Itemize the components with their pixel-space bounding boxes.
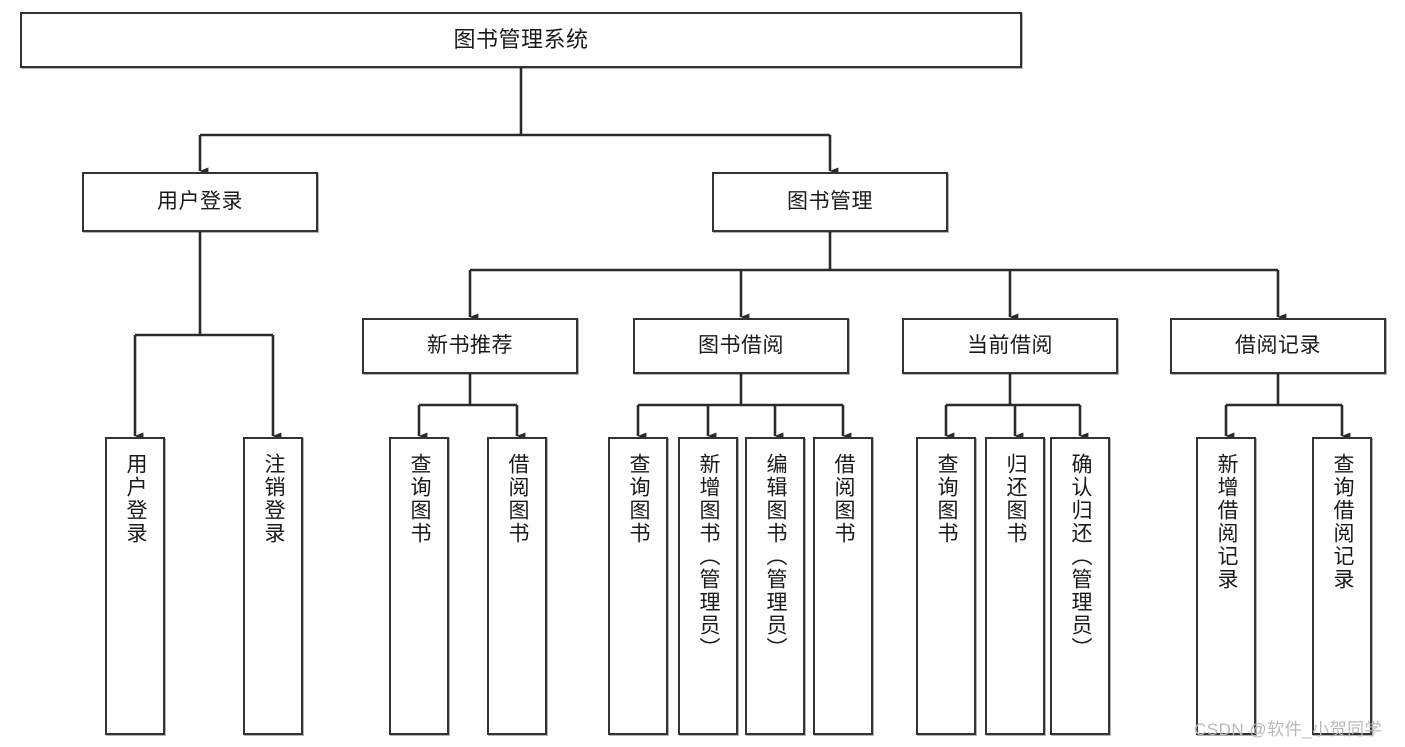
node-label-leaf-user-login: 用户登录 bbox=[124, 453, 148, 545]
node-current-borrow[interactable]: 当前借阅 bbox=[902, 318, 1118, 374]
node-leaf-qry-record[interactable]: 查询借阅记录 bbox=[1312, 437, 1372, 735]
node-label-book-borrow: 图书借阅 bbox=[698, 333, 784, 357]
tree-edges bbox=[133, 68, 1351, 440]
node-new-book-rec[interactable]: 新书推荐 bbox=[362, 318, 578, 374]
node-leaf-query-3[interactable]: 查询图书 bbox=[916, 437, 976, 735]
node-book-borrow[interactable]: 图书借阅 bbox=[633, 318, 849, 374]
node-label-root: 图书管理系统 bbox=[453, 27, 589, 53]
node-label-leaf-return: 归还图书 bbox=[1004, 453, 1028, 545]
node-label-leaf-add-book: 新增图书（管理员） bbox=[697, 453, 721, 660]
node-leaf-borrow-2[interactable]: 借阅图书 bbox=[813, 437, 873, 735]
node-label-leaf-query-3: 查询图书 bbox=[935, 453, 959, 545]
node-label-leaf-add-record: 新增借阅记录 bbox=[1215, 453, 1239, 591]
node-leaf-confirm[interactable]: 确认归还（管理员） bbox=[1050, 437, 1110, 735]
node-leaf-query-1[interactable]: 查询图书 bbox=[389, 437, 449, 735]
node-leaf-logout[interactable]: 注销登录 bbox=[243, 437, 303, 735]
node-label-leaf-qry-record: 查询借阅记录 bbox=[1331, 453, 1355, 591]
node-leaf-add-record[interactable]: 新增借阅记录 bbox=[1196, 437, 1256, 735]
node-root[interactable]: 图书管理系统 bbox=[20, 12, 1022, 68]
node-label-borrow-record: 借阅记录 bbox=[1235, 333, 1321, 357]
node-leaf-edit-book[interactable]: 编辑图书（管理员） bbox=[745, 437, 805, 735]
watermark: CSDN @软件_小贺同学 bbox=[1194, 720, 1383, 739]
node-borrow-record[interactable]: 借阅记录 bbox=[1170, 318, 1386, 374]
node-label-new-book-rec: 新书推荐 bbox=[427, 333, 513, 357]
node-leaf-borrow-1[interactable]: 借阅图书 bbox=[487, 437, 547, 735]
node-label-leaf-edit-book: 编辑图书（管理员） bbox=[764, 453, 788, 660]
node-book-manage[interactable]: 图书管理 bbox=[712, 172, 948, 232]
node-label-current-borrow: 当前借阅 bbox=[967, 333, 1053, 357]
node-label-leaf-confirm: 确认归还（管理员） bbox=[1069, 453, 1093, 660]
node-leaf-add-book[interactable]: 新增图书（管理员） bbox=[678, 437, 738, 735]
node-label-leaf-borrow-1: 借阅图书 bbox=[506, 453, 530, 545]
node-label-leaf-query-1: 查询图书 bbox=[408, 453, 432, 545]
node-leaf-user-login[interactable]: 用户登录 bbox=[105, 437, 165, 735]
node-user-login[interactable]: 用户登录 bbox=[82, 172, 318, 232]
node-label-leaf-borrow-2: 借阅图书 bbox=[832, 453, 856, 545]
node-label-book-manage: 图书管理 bbox=[787, 189, 873, 213]
node-label-user-login: 用户登录 bbox=[157, 189, 243, 213]
node-label-leaf-query-2: 查询图书 bbox=[627, 453, 651, 545]
node-leaf-query-2[interactable]: 查询图书 bbox=[608, 437, 668, 735]
node-label-leaf-logout: 注销登录 bbox=[262, 453, 286, 545]
node-leaf-return[interactable]: 归还图书 bbox=[985, 437, 1045, 735]
